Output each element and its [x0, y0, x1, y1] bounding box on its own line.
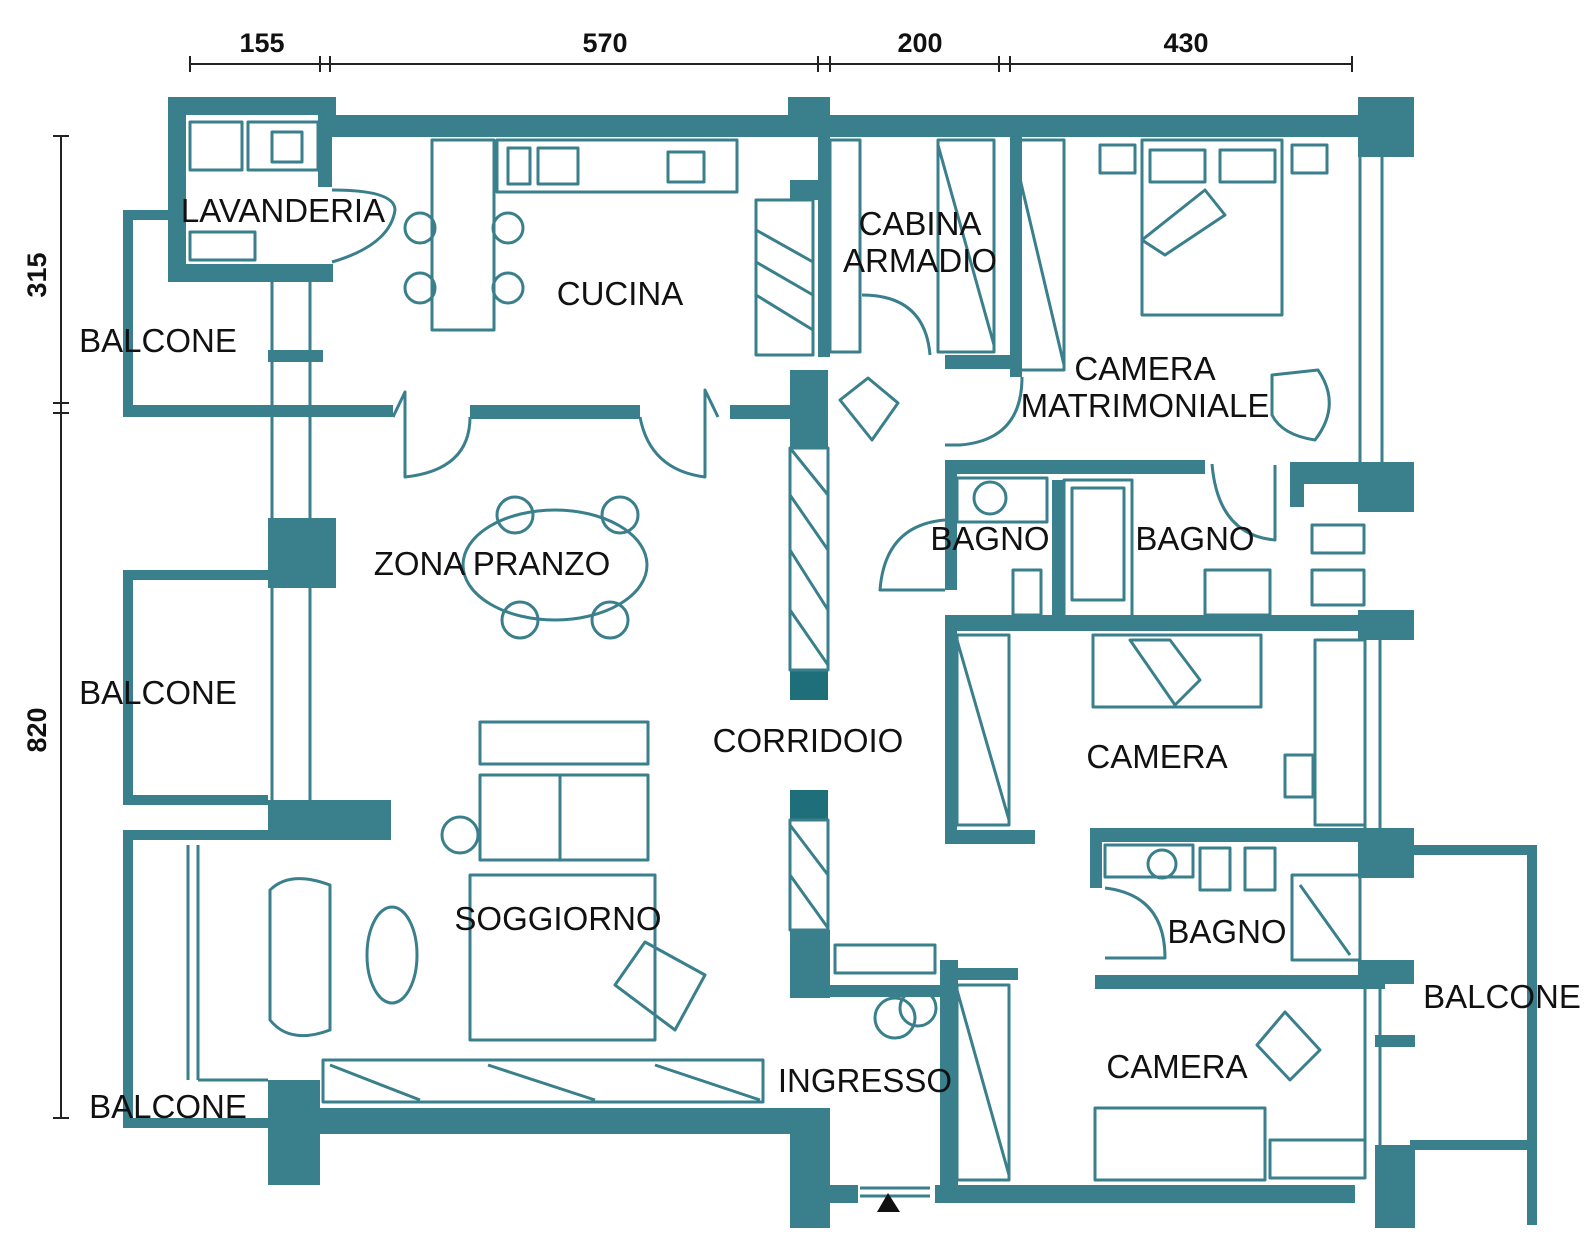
furniture [188, 120, 1367, 1182]
dim-top-155: 155 [239, 28, 284, 58]
column-marker [790, 790, 828, 820]
dim-left-315: 315 [22, 252, 52, 297]
dim-top-430: 430 [1163, 28, 1208, 58]
dim-left-820: 820 [22, 707, 52, 752]
label-camera-2: CAMERA [1106, 1048, 1247, 1085]
column-marker [790, 670, 828, 700]
label-cabina-armadio-1: CABINA [859, 205, 982, 242]
label-cucina: CUCINA [557, 275, 684, 312]
dim-top-200: 200 [897, 28, 942, 58]
label-balcone-top: BALCONE [79, 322, 237, 359]
label-zona-pranzo: ZONA PRANZO [374, 545, 611, 582]
entrance-arrow-icon [877, 1193, 900, 1212]
label-balcone-right: BALCONE [1423, 978, 1581, 1015]
label-camera-matrimoniale-2: MATRIMONIALE [1021, 387, 1270, 424]
label-soggiorno: SOGGIORNO [454, 900, 661, 937]
label-lavanderia: LAVANDERIA [181, 192, 385, 229]
label-balcone-mid: BALCONE [79, 674, 237, 711]
label-cabina-armadio-2: ARMADIO [843, 242, 997, 279]
label-bagno-1: BAGNO [930, 520, 1049, 557]
label-balcone-bottom: BALCONE [89, 1088, 247, 1125]
dimension-lines [53, 56, 1353, 1119]
label-camera-matrimoniale-1: CAMERA [1074, 350, 1215, 387]
dim-top-570: 570 [582, 28, 627, 58]
label-corridoio: CORRIDOIO [713, 722, 904, 759]
label-camera-1: CAMERA [1086, 738, 1227, 775]
label-bagno-2: BAGNO [1135, 520, 1254, 557]
label-bagno-3: BAGNO [1167, 913, 1286, 950]
label-ingresso: INGRESSO [778, 1062, 952, 1099]
